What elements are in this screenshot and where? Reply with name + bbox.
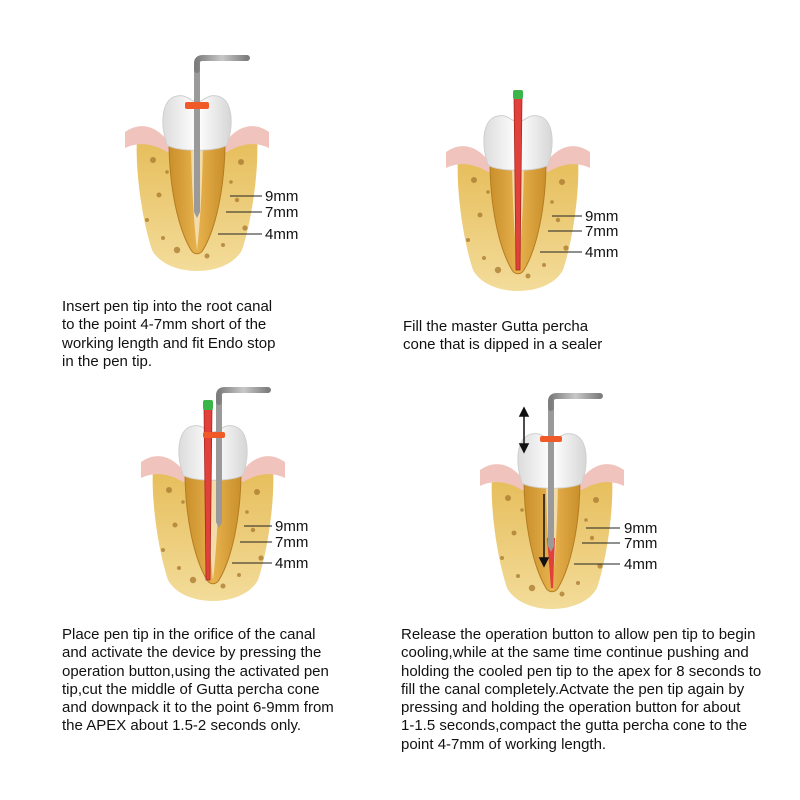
step-3-caption: Place pen tip in the orifice of the cana… bbox=[62, 626, 334, 735]
label-7mm: 7mm bbox=[585, 223, 618, 240]
panel-2-illustration bbox=[445, 90, 591, 292]
panel-3-labels: 9mm 7mm 4mm bbox=[275, 518, 308, 572]
label-9mm: 9mm bbox=[585, 208, 618, 225]
label-4mm: 4mm bbox=[624, 556, 657, 573]
label-9mm: 9mm bbox=[265, 188, 298, 205]
label-9mm: 9mm bbox=[624, 520, 657, 537]
label-7mm: 7mm bbox=[275, 534, 308, 551]
panel-2-labels: 9mm 7mm 4mm bbox=[585, 208, 618, 261]
label-9mm: 9mm bbox=[275, 518, 308, 535]
step-2-caption: Fill the master Gutta percha cone that i… bbox=[403, 318, 603, 354]
endo-stop-icon bbox=[185, 102, 209, 109]
step-4-caption: Release the operation button to allow pe… bbox=[401, 626, 762, 753]
measurement-lines bbox=[218, 195, 620, 565]
label-4mm: 4mm bbox=[265, 226, 298, 243]
label-7mm: 7mm bbox=[265, 204, 298, 221]
step-1-caption: Insert pen tip into the root canal to th… bbox=[62, 298, 276, 370]
movement-arrow-icon bbox=[518, 406, 550, 568]
panel-1-labels: 9mm 7mm 4mm bbox=[265, 188, 298, 243]
panel-4-illustration bbox=[479, 393, 625, 610]
panel-4-labels: 9mm 7mm 4mm bbox=[624, 520, 657, 573]
label-4mm: 4mm bbox=[275, 555, 308, 572]
label-4mm: 4mm bbox=[585, 244, 618, 261]
panel-1-illustration bbox=[124, 58, 270, 272]
panel-3-illustration bbox=[140, 387, 286, 602]
label-7mm: 7mm bbox=[624, 535, 657, 552]
